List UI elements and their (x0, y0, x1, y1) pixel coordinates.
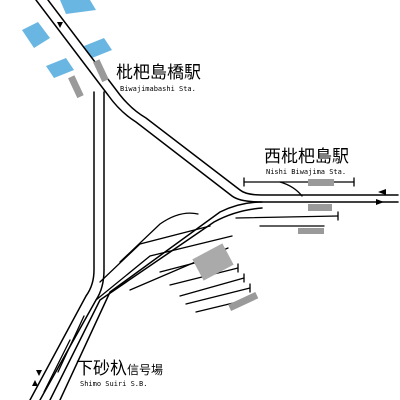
track-north-east-1 (35, 0, 399, 203)
station-name-en-shimo-suiri: Shimo Suiri S.B. (80, 380, 147, 388)
track-east-south-1 (59, 201, 263, 400)
yard-track (279, 181, 303, 197)
river (22, 0, 112, 78)
station-name-en-nishi-biwajima: Nishi Biwajima Sta. (266, 168, 346, 176)
platform (298, 228, 324, 234)
arrow-icon (36, 370, 42, 376)
river-patch (46, 58, 74, 78)
yard-track (43, 339, 71, 393)
platform (308, 179, 334, 186)
yard-track (95, 235, 233, 301)
track-east-south-2 (49, 207, 263, 400)
buffer-stops (237, 177, 355, 293)
yard-track (235, 215, 339, 219)
platform (68, 75, 84, 99)
station-name-en-biwajimabashi: Biwajimabashi Sta. (120, 85, 196, 93)
river-patch (22, 22, 50, 48)
station-name-nishi-biwajima: 西枇杷島駅 (264, 147, 349, 167)
yard-track (185, 287, 251, 305)
main-tracks (29, 0, 399, 400)
station-name-shimo-suiri-main: 下砂杁 (76, 359, 127, 379)
station-labels: 枇杷島橋駅 Biwajimabashi Sta. 西枇杷島駅 Nishi Biw… (76, 63, 349, 388)
station-name-shimo-suiri-suffix: 信号場 (127, 363, 163, 377)
station-name-biwajimabashi: 枇杷島橋駅 (116, 63, 201, 83)
arrow-icon (376, 199, 384, 205)
yard-track (57, 315, 85, 373)
river-patch (60, 0, 96, 14)
arrow-icon (32, 380, 38, 386)
yard-track (119, 212, 199, 263)
track-north-south-1 (29, 91, 95, 400)
platform (93, 59, 109, 83)
arrow-icon (378, 189, 386, 195)
arrow-icon (57, 22, 63, 28)
station-building (192, 243, 234, 281)
yard-track (179, 277, 245, 297)
direction-arrows (32, 22, 386, 386)
track-north-east-2 (47, 0, 399, 196)
platforms (68, 59, 334, 311)
yard-track (99, 225, 211, 283)
platform (228, 291, 259, 311)
station-name-shimo-suiri: 下砂杁信号場 (76, 359, 163, 379)
platform (308, 204, 332, 211)
river-patch (84, 38, 112, 58)
